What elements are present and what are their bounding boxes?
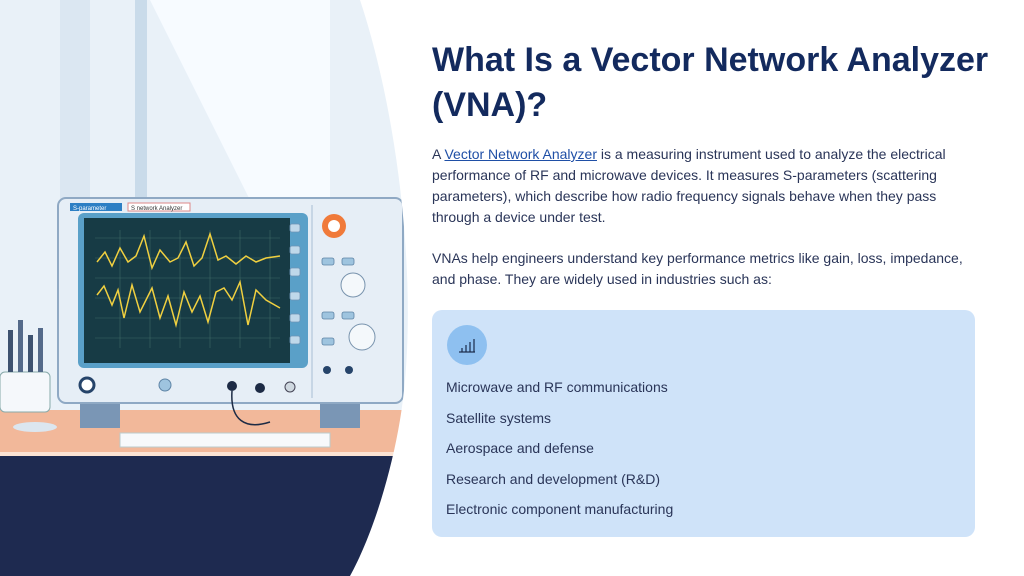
curve-divider — [350, 0, 420, 576]
industries-intro: VNAs help engineers understand key perfo… — [432, 250, 963, 287]
industry-item: Aerospace and defense — [446, 440, 594, 456]
intro-prefix: A — [432, 146, 445, 162]
vna-link[interactable]: Vector Network Analyzer — [444, 146, 597, 162]
page-title: What Is a Vector Network Analyzer (VNA)? — [432, 41, 989, 124]
pen-cup — [0, 320, 51, 413]
industry-item: Research and development (R&D) — [446, 471, 660, 487]
tab-network-analyzer: S network Analyzer — [131, 206, 182, 212]
industry-item: Microwave and RF communications — [446, 379, 668, 395]
industry-item: Satellite systems — [446, 410, 552, 426]
vna-illustration: S-parameter S network Analyzer — [0, 0, 420, 576]
tab-s-parameter: S-parameter — [73, 206, 106, 212]
trace-s21 — [96, 279, 281, 328]
trace-s11 — [96, 231, 281, 271]
intro-paragraph: A Vector Network Analyzer is a measuring… — [432, 144, 977, 228]
industry-item: Electronic component manufacturing — [446, 501, 674, 517]
intro-suffix: is a measuring instrument used to analyz… — [432, 146, 946, 225]
industries-card: Microwave and RF communications Satellit… — [432, 310, 975, 537]
bar-chart-icon — [447, 325, 487, 365]
